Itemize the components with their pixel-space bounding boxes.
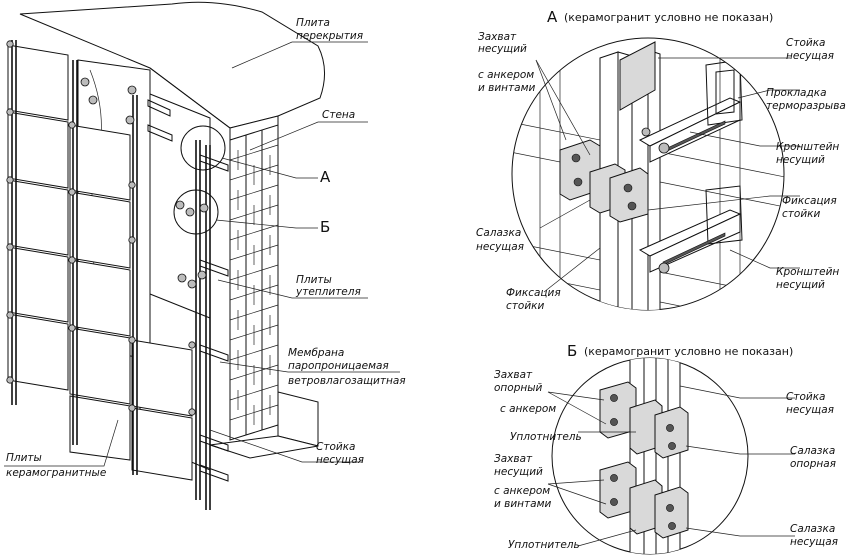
label-post-1: Стойка <box>316 441 355 453</box>
brackets <box>6 40 229 482</box>
b-label-grip2-2: несущий <box>494 466 543 478</box>
a-label-post-1: Стойка <box>786 37 825 49</box>
label-wall: Стена <box>322 109 355 121</box>
label-post-2: несущая <box>316 454 364 466</box>
a-label-bracket2-1: Кронштейн <box>776 266 839 278</box>
b-label-slider-2: опорная <box>790 458 836 470</box>
b-label-post-1: Стойка <box>786 391 825 403</box>
a-label-fix-left-1: Фиксация <box>506 287 561 299</box>
b-label-grip2-4: и винтами <box>494 498 552 510</box>
b-label-grip-1: Захват <box>494 369 533 381</box>
a-label-grip-2: несущий <box>478 43 527 55</box>
detail-a-note: (керамогранит условно не показан) <box>564 11 773 24</box>
a-label-fix-right-2: стойки <box>782 208 820 220</box>
b-label-slider-1: Салазка <box>790 445 835 457</box>
a-label-bracket-1: Кронштейн <box>776 141 839 153</box>
label-membrane-1: Мембрана <box>288 347 344 359</box>
label-slab-2: перекрытия <box>296 30 363 42</box>
a-label-bracket2-2: несущий <box>776 279 825 291</box>
label-membrane-3: ветровлагозащитная <box>288 375 406 387</box>
label-callout-b: Б <box>320 218 330 236</box>
a-label-bracket-2: несущий <box>776 154 825 166</box>
a-label-grip-3: с анкером <box>478 69 534 81</box>
detail-a-letter: А <box>547 8 558 26</box>
a-label-slider-2: несущая <box>476 241 524 253</box>
label-slab-1: Плита <box>296 17 330 29</box>
label-insulation-2: утеплителя <box>295 286 361 298</box>
b-label-grip-3: с анкером <box>500 403 556 415</box>
axonometric-view: Плита перекрытия Стена А Б Плиты утеплит… <box>4 1 406 510</box>
detail-b: Б (керамогранит условно не показан) <box>494 342 838 555</box>
b-label-post-2: несущая <box>786 404 834 416</box>
b-label-slider2-2: несущая <box>790 536 838 548</box>
a-label-fix-left-2: стойки <box>506 300 544 312</box>
detail-a: А (керамогранит условно не показан) <box>476 8 846 312</box>
callout-circle-b <box>173 189 219 235</box>
detail-b-letter: Б <box>567 342 577 360</box>
label-insulation-1: Плиты <box>296 274 332 286</box>
label-tiles-2: керамогранитные <box>6 467 106 479</box>
b-label-grip2-1: Захват <box>494 453 533 465</box>
b-label-grip-2: опорный <box>494 382 543 394</box>
detail-a-leaders <box>535 57 800 293</box>
b-label-grip2-3: с анкером <box>494 485 550 497</box>
label-callout-a: А <box>320 168 331 186</box>
detail-b-leaders <box>547 385 795 547</box>
detail-b-note: (керамогранит условно не показан) <box>584 345 793 358</box>
a-label-pad-2: терморазрыва <box>766 100 846 112</box>
ceramic-tiles <box>7 44 193 481</box>
b-label-seal-bottom: Уплотнитель <box>508 539 580 551</box>
a-label-grip-1: Захват <box>478 31 517 43</box>
a-label-grip-4: и винтами <box>478 82 536 94</box>
a-label-post-2: несущая <box>786 50 834 62</box>
b-label-seal-top: Уплотнитель <box>510 431 582 443</box>
callout-circle-a <box>180 125 226 171</box>
leader-lines <box>4 41 400 467</box>
b-label-slider2-1: Салазка <box>790 523 835 535</box>
brick-wall <box>209 124 319 459</box>
a-label-slider-1: Салазка <box>476 227 521 239</box>
a-label-fix-right-1: Фиксация <box>782 195 837 207</box>
label-membrane-2: паропроницаемая <box>288 360 389 372</box>
a-label-pad-1: Прокладка <box>766 87 827 99</box>
label-tiles-1: Плиты <box>6 452 42 464</box>
